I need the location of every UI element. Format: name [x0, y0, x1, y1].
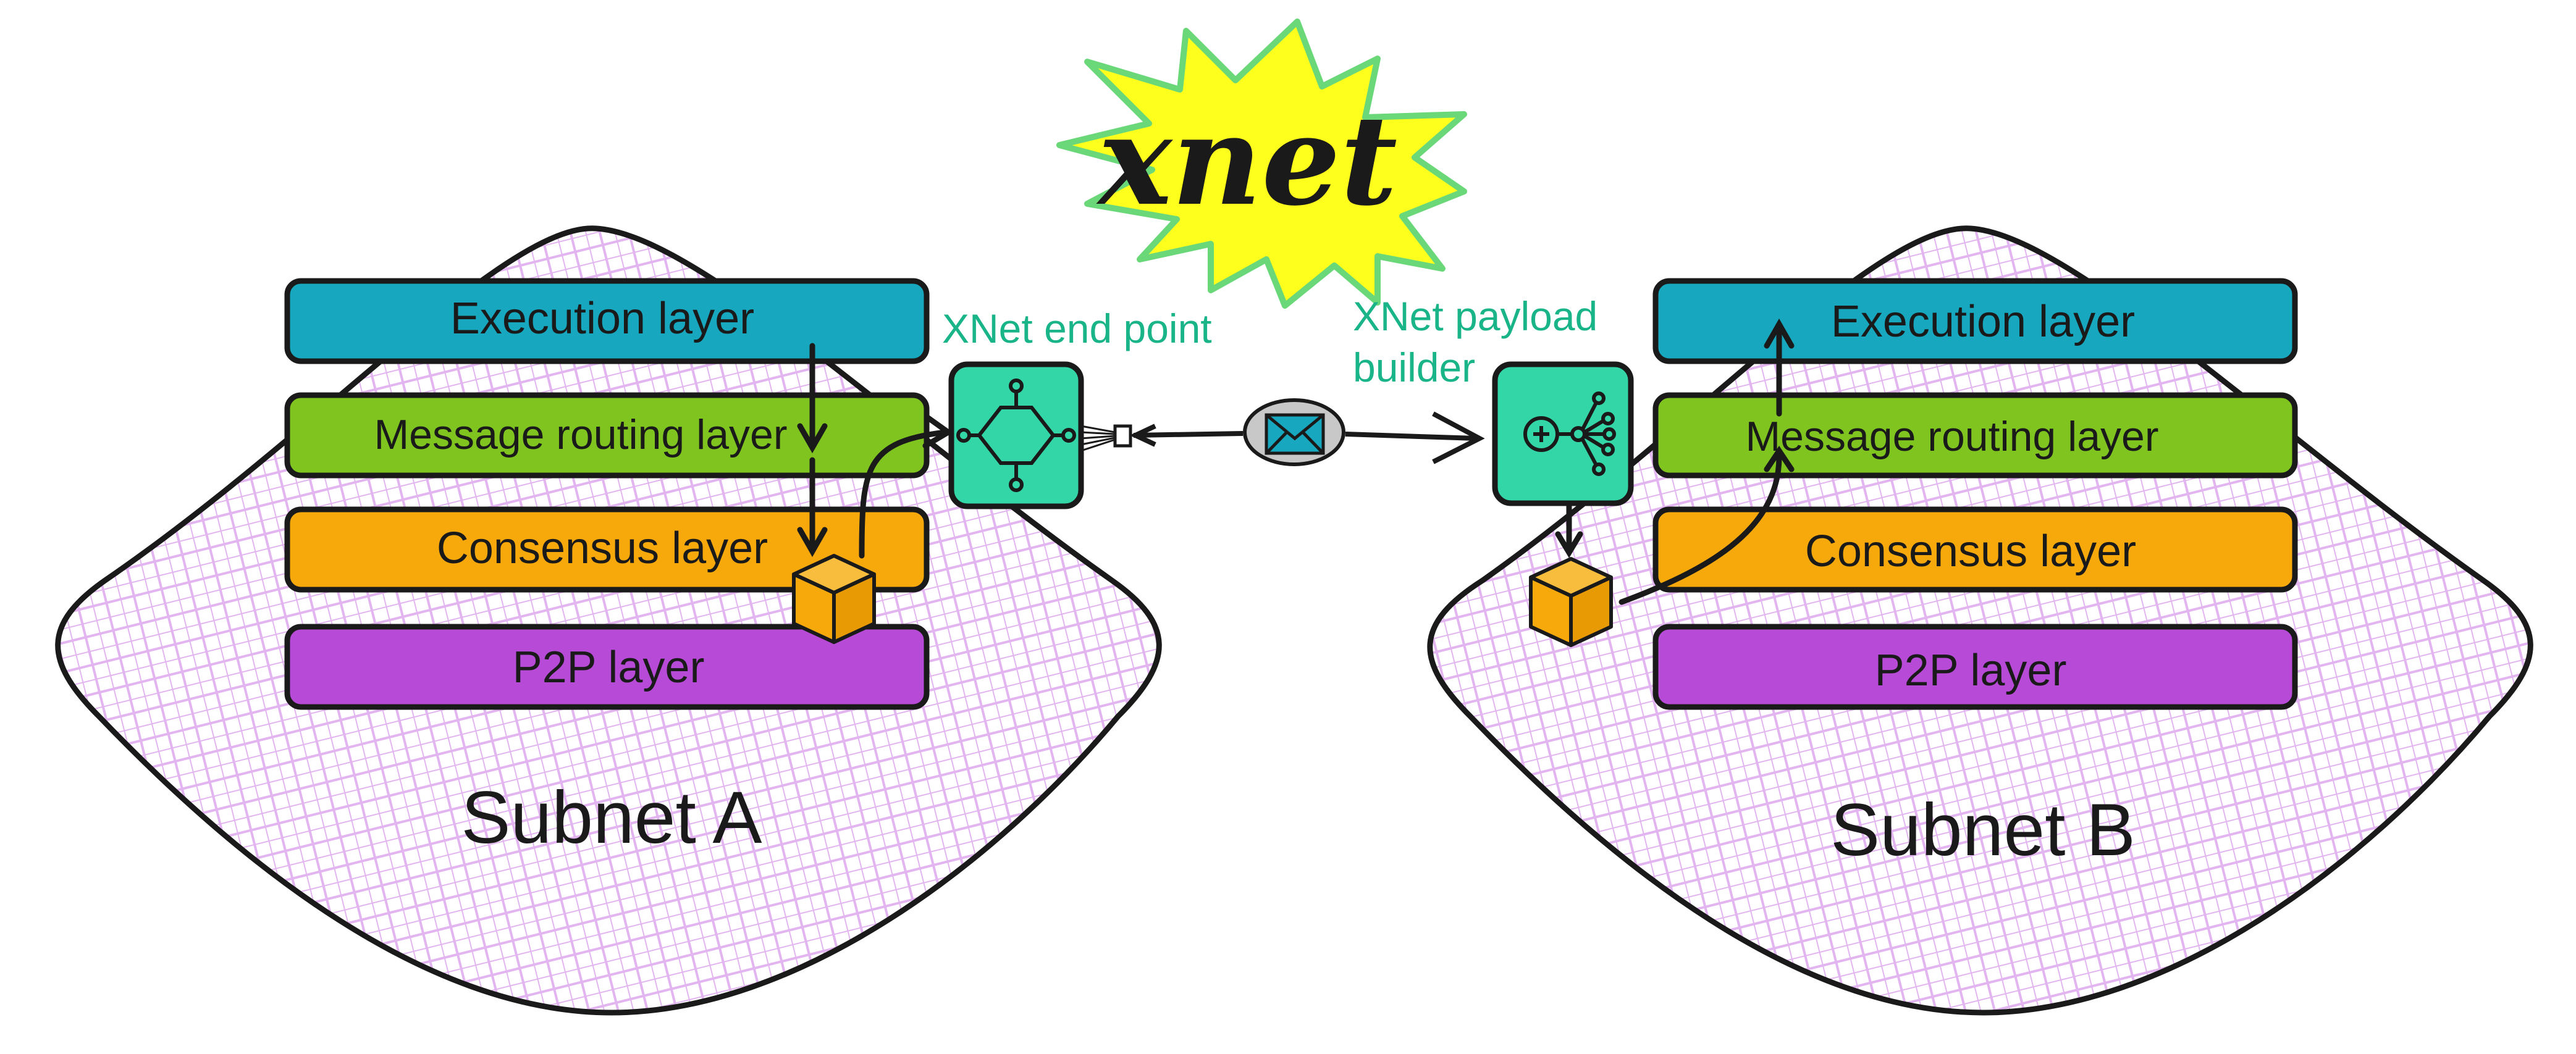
subnet-a-consensus-layer — [284, 506, 930, 593]
payload-builder-label-line2: builder — [1353, 345, 1475, 390]
subnet-b-arrows — [1555, 318, 1795, 605]
xnet-logo: xnet — [1056, 19, 1467, 309]
subnet-b-p2p-label: P2P layer — [1875, 646, 2067, 695]
subnet-b-arrow-block-to-routing — [1618, 454, 1782, 605]
cable-connector — [1080, 424, 1132, 452]
subnet-b-layers: Execution layer Message routing layer Co… — [1652, 278, 2298, 710]
xnet-endpoint — [948, 361, 1132, 509]
subnet-a-arrow-block-to-endpoint — [859, 429, 948, 559]
payload-builder-icon — [1523, 391, 1616, 476]
xnet-payload-builder — [1492, 361, 1634, 506]
xnet-flow — [1129, 411, 1485, 464]
endpoint-label: XNet end point — [942, 306, 1212, 351]
subnet-b-message-routing-label: Message routing layer — [1745, 413, 2158, 460]
subnet-a-execution-label: Execution layer — [450, 294, 754, 343]
payload-builder-label-line1: XNet payload — [1353, 293, 1597, 339]
subnet-b-message-routing-layer — [1652, 392, 2298, 479]
network-hub-icon — [956, 379, 1076, 492]
subnet-b-block-icon — [1529, 557, 1613, 647]
endpoint-box — [948, 361, 1084, 509]
subnet-b-execution-layer — [1652, 278, 2298, 364]
subnet-a-title: Subnet A — [461, 776, 762, 859]
logo-starburst — [1056, 19, 1467, 309]
subnet-a-p2p-label: P2P layer — [513, 643, 705, 692]
envelope-icon — [1265, 413, 1325, 455]
subnet-b-consensus-label: Consensus layer — [1805, 527, 2136, 576]
xnet-logo-text: xnet — [1096, 88, 1397, 233]
subnet-a-p2p-layer — [284, 624, 930, 710]
subnet-a-block-icon — [792, 554, 876, 644]
subnet-b-execution-label: Execution layer — [1831, 297, 2135, 346]
subnet-a-execution-layer — [284, 278, 930, 364]
subnet-b-consensus-layer — [1652, 506, 2298, 593]
subnet-a-arrows — [797, 343, 954, 559]
subnet-a-layers: Execution layer Message routing layer Co… — [284, 278, 930, 710]
message-envelope — [1243, 398, 1345, 466]
subnet-b-title: Subnet B — [1830, 788, 2136, 871]
subnet-a-consensus-label: Consensus layer — [437, 524, 768, 573]
subnet-b-p2p-layer — [1652, 624, 2298, 710]
subnet-a-message-routing-label: Message routing layer — [374, 411, 787, 458]
